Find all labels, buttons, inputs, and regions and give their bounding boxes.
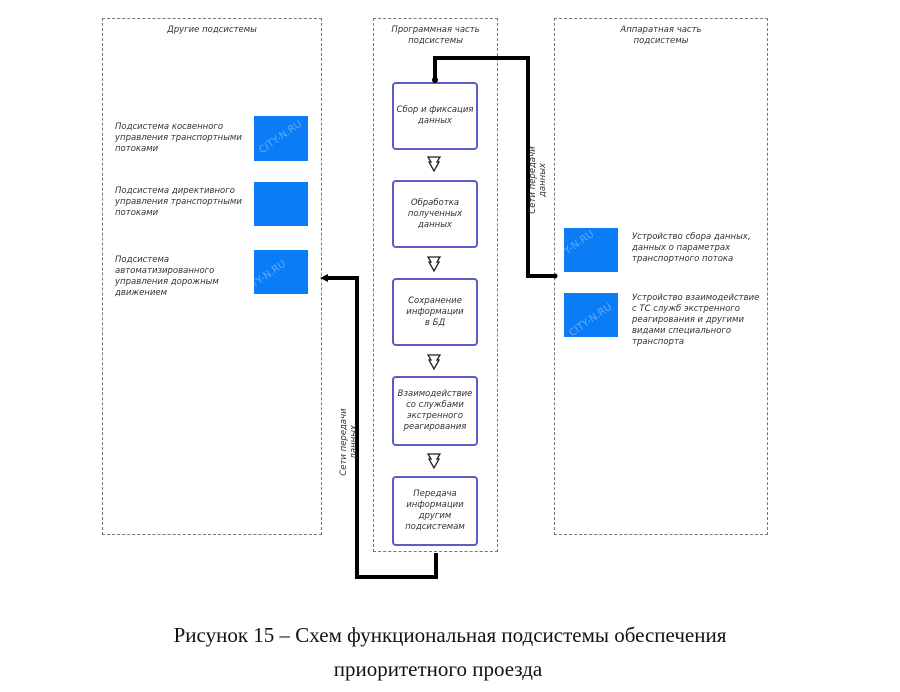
right-item-label-1: Устройство сбора данных, данных о параме… [632,232,751,264]
left-item-block-2 [254,182,308,226]
connector-label-right: Сети передачи данных [528,146,548,214]
panel-title-other-subsystems: Другие подсистемы [167,25,257,35]
figure-caption-line-1: Рисунок 15 – Схем функциональная подсист… [173,623,727,647]
left-item-block-1: CITY-N.RU [254,116,308,161]
down-arrow-icon [427,354,441,370]
panel-other-subsystems: Другие подсистемы [102,18,322,535]
left-item-block-3: CITY-N.RU [241,250,308,296]
panel-software-part: Программная часть подсистемы [373,18,498,552]
left-item-label-1: Подсистема косвенного управления транспо… [115,122,242,154]
connector-hardware-to-collect [433,56,555,278]
down-arrow-icon [427,156,441,172]
down-arrow-icon [427,453,441,469]
down-arrow-icon [427,256,441,272]
connector-endpoint [552,273,558,279]
right-item-block-2: CITY-N.RU [564,293,618,339]
connector-endpoint [432,77,438,83]
right-item-label-2: Устройство взаимодействие с ТС служб экс… [632,293,760,347]
connector-transfer-to-others [326,276,438,579]
right-item-block-1: CITY-N.RU [549,228,618,272]
left-item-label-3: Подсистема автоматизированного управлени… [115,255,219,298]
left-item-label-2: Подсистема директивного управления транс… [115,186,242,218]
figure-caption-line-2: приоритетного проезда [333,657,543,681]
connector-arrowhead [320,274,328,282]
connector-label-left: Сети передачи данных [339,408,359,476]
panel-title-software-part: Программная часть подсистемы [391,25,480,46]
panel-title-hardware-part: Аппаратная часть подсистемы [620,25,702,46]
